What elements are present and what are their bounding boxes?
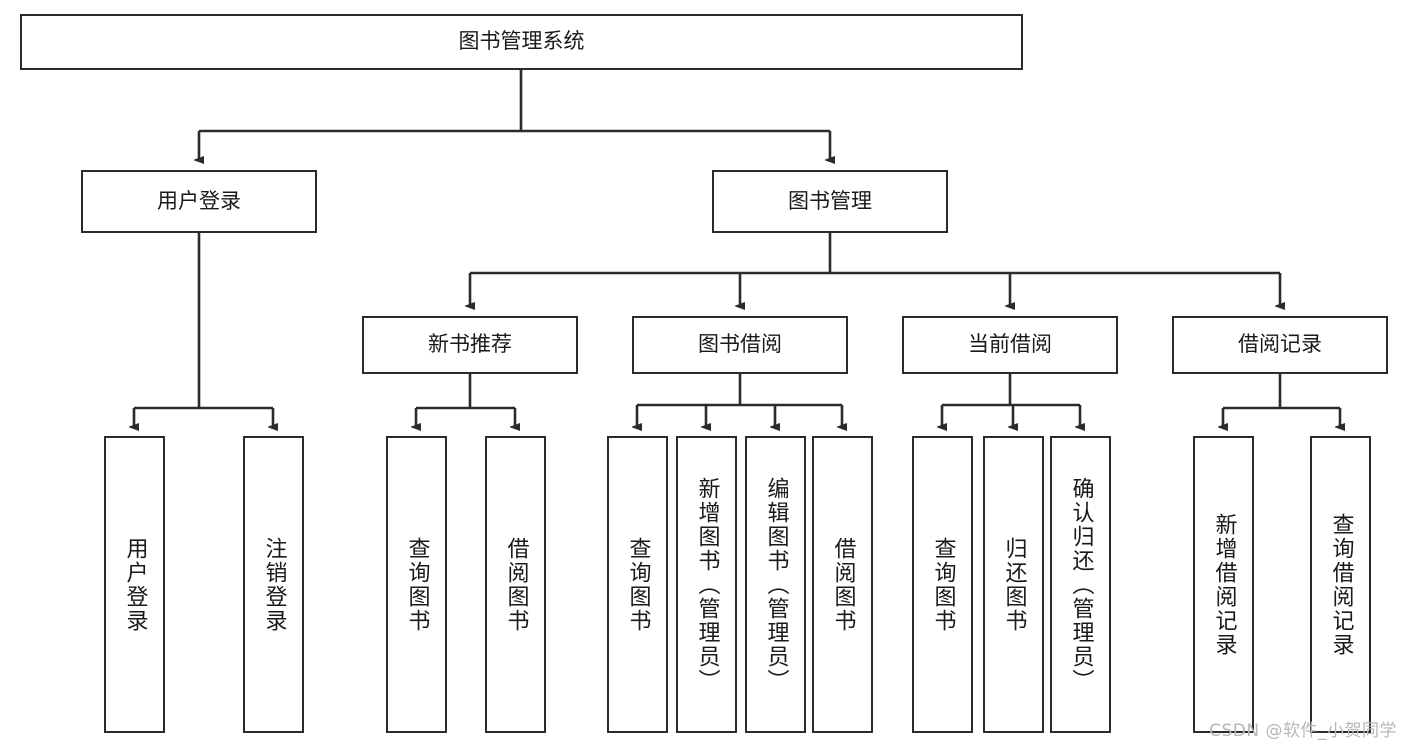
leaf-node[interactable]: 编辑图书（管理员） [745, 436, 806, 733]
connectors-borrow-to-leaves [637, 374, 842, 427]
connectors-record-to-leaves [1223, 374, 1340, 427]
node-root-system[interactable]: 图书管理系统 [20, 14, 1023, 70]
leaf-node-label: 用户登录 [122, 536, 148, 633]
leaf-node[interactable]: 用户登录 [104, 436, 165, 733]
leaf-node-label: 确认归还（管理员） [1068, 476, 1094, 693]
leaf-node-label: 编辑图书（管理员） [763, 476, 789, 693]
node-current-borrow-label: 当前借阅 [968, 332, 1052, 357]
connectors-newbook-to-leaves [416, 374, 515, 427]
leaf-node-label: 借阅图书 [503, 536, 529, 633]
leaf-node[interactable]: 查询图书 [912, 436, 973, 733]
leaf-node-label: 归还图书 [1001, 536, 1027, 633]
node-book-management[interactable]: 图书管理 [712, 170, 948, 233]
leaf-node[interactable]: 借阅图书 [812, 436, 873, 733]
connectors-level2-to-level3 [470, 233, 1280, 306]
leaf-node-label: 查询图书 [404, 536, 430, 633]
node-new-book-recommend-label: 新书推荐 [428, 332, 512, 357]
leaf-node[interactable]: 借阅图书 [485, 436, 546, 733]
node-root-system-label: 图书管理系统 [458, 29, 585, 54]
leaf-node-label: 新增借阅记录 [1211, 512, 1237, 657]
leaf-node-label: 查询图书 [930, 536, 956, 633]
node-borrow-record-label: 借阅记录 [1238, 332, 1322, 357]
leaf-node-label: 新增图书（管理员） [694, 476, 720, 693]
node-current-borrow[interactable]: 当前借阅 [902, 316, 1118, 374]
leaf-node-label: 查询借阅记录 [1328, 512, 1354, 657]
connectors-current-to-leaves [942, 374, 1080, 427]
leaf-node[interactable]: 新增图书（管理员） [676, 436, 737, 733]
leaf-node[interactable]: 查询借阅记录 [1310, 436, 1371, 733]
connectors-login-to-leaves [134, 233, 273, 427]
leaf-node-label: 查询图书 [625, 536, 651, 633]
node-borrow-record[interactable]: 借阅记录 [1172, 316, 1388, 374]
node-book-management-label: 图书管理 [788, 188, 872, 213]
leaf-node-label: 借阅图书 [830, 536, 856, 633]
leaf-node[interactable]: 查询图书 [386, 436, 447, 733]
leaf-node[interactable]: 确认归还（管理员） [1050, 436, 1111, 733]
leaf-node[interactable]: 注销登录 [243, 436, 304, 733]
leaf-node[interactable]: 归还图书 [983, 436, 1044, 733]
node-book-borrow-label: 图书借阅 [698, 332, 782, 357]
node-book-borrow[interactable]: 图书借阅 [632, 316, 848, 374]
leaf-node[interactable]: 新增借阅记录 [1193, 436, 1254, 733]
node-user-login-label: 用户登录 [157, 188, 241, 213]
connectors-root-to-level2 [199, 70, 830, 160]
leaf-node-label: 注销登录 [261, 536, 287, 633]
node-user-login[interactable]: 用户登录 [81, 170, 317, 233]
leaf-node[interactable]: 查询图书 [607, 436, 668, 733]
node-new-book-recommend[interactable]: 新书推荐 [362, 316, 578, 374]
